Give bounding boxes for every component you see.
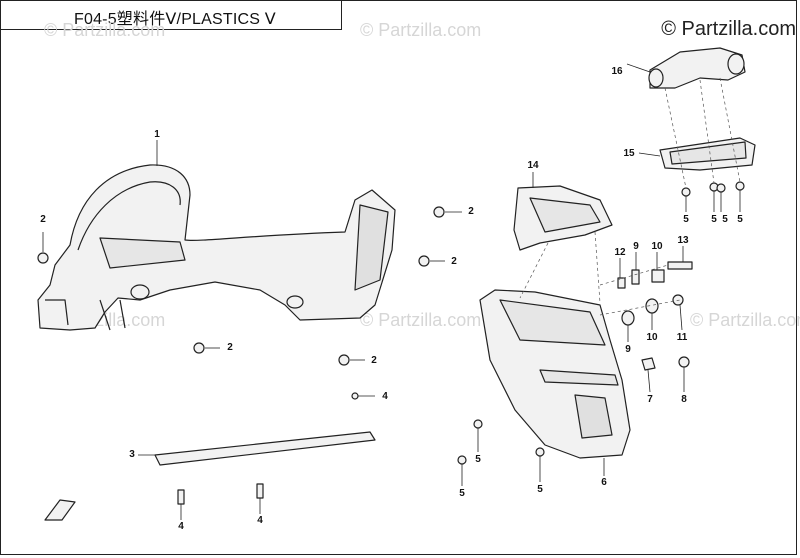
watermark: © Partzilla.com xyxy=(360,310,482,330)
diagram-title: F04-5塑料件Ⅴ/PLASTICS Ⅴ xyxy=(74,11,276,28)
callout-part-2: 2 xyxy=(40,214,46,225)
watermark: © Partzilla.com xyxy=(44,20,166,40)
callout-part-5: 5 xyxy=(459,488,465,499)
callout-part-5: 5 xyxy=(711,214,717,225)
callout-part-5: 5 xyxy=(475,454,481,465)
callout-part-9: 9 xyxy=(633,241,639,252)
callout-part-4: 4 xyxy=(382,391,388,402)
rear-fender-part xyxy=(37,164,396,331)
callout-part-5: 5 xyxy=(683,214,689,225)
callout-part-10: 10 xyxy=(646,332,658,343)
callout-part-15: 15 xyxy=(623,148,635,159)
callout-part-10: 10 xyxy=(651,241,663,252)
callout-part-5: 5 xyxy=(722,214,728,225)
callout-part-3: 3 xyxy=(129,449,135,460)
rail-part xyxy=(154,431,376,466)
callout-part-16: 16 xyxy=(611,66,623,77)
brand-label: © Partzilla.com xyxy=(661,18,796,40)
callout-part-6: 6 xyxy=(601,477,607,488)
callout-part-8: 8 xyxy=(681,394,687,405)
callout-part-9: 9 xyxy=(625,344,631,355)
callout-part-4: 4 xyxy=(178,521,184,532)
callout-part-4: 4 xyxy=(257,515,263,526)
callout-part-14: 14 xyxy=(527,160,539,171)
callout-part-1: 1 xyxy=(154,129,160,140)
callout-part-2: 2 xyxy=(227,342,233,353)
title-box: F04-5塑料件Ⅴ/PLASTICS Ⅴ xyxy=(0,0,342,30)
callout-part-2: 2 xyxy=(371,355,377,366)
watermark: © Partzilla.com xyxy=(690,310,800,330)
callout-part-13: 13 xyxy=(677,235,689,246)
callout-part-5: 5 xyxy=(537,484,543,495)
callout-part-2: 2 xyxy=(451,256,457,267)
watermark: © Partzilla.com xyxy=(360,20,482,40)
callout-part-11: 11 xyxy=(676,332,688,343)
callout-part-7: 7 xyxy=(647,394,653,405)
callout-part-12: 12 xyxy=(614,247,626,258)
callout-part-2: 2 xyxy=(468,206,474,217)
grab-handle-part xyxy=(649,47,746,89)
callout-part-5: 5 xyxy=(737,214,743,225)
